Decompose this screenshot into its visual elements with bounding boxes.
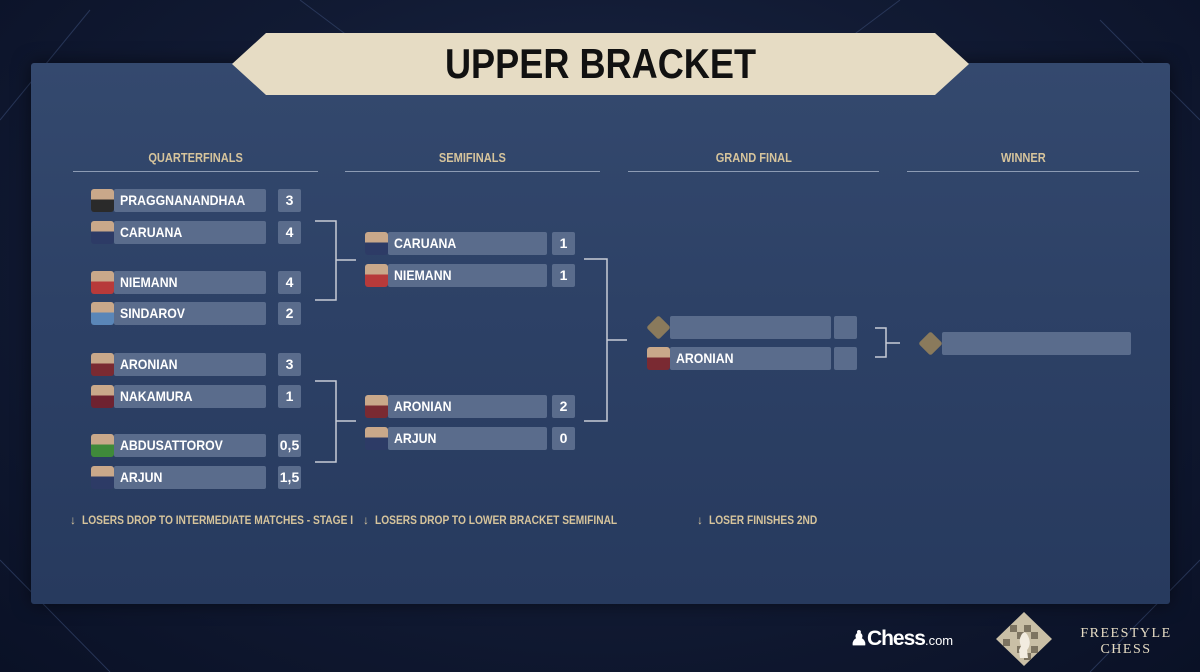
player-score: 1 [552, 264, 575, 287]
player-name: CARUANA [114, 221, 266, 244]
arrow-down-icon: ↓ [697, 513, 703, 527]
player-name: ARONIAN [670, 347, 831, 370]
note-quarterfinals: ↓LOSERS DROP TO INTERMEDIATE MATCHES - S… [70, 513, 354, 527]
player-name: NAKAMURA [114, 385, 266, 408]
player-score: 2 [552, 395, 575, 418]
page-title: UPPER BRACKET [444, 40, 757, 87]
winner-name [942, 332, 1131, 355]
player-score: 1,5 [278, 466, 301, 489]
freestyle-chess-wordmark: FREESTYLE CHESS [1080, 626, 1172, 657]
player-score: 1 [278, 385, 301, 408]
chess-com-logo: ♟Chess.com [850, 627, 954, 650]
player-score: 0,5 [278, 434, 301, 457]
player-score [834, 347, 857, 370]
winner-row [918, 331, 1131, 356]
player-name: CARUANA [388, 232, 547, 255]
player-score: 4 [278, 271, 301, 294]
note-semifinals: ↓LOSERS DROP TO LOWER BRACKET SEMIFINAL [363, 513, 618, 527]
column-header-semifinals: SEMIFINALS [345, 150, 600, 172]
player-avatar [91, 385, 114, 408]
player-avatar [91, 466, 114, 489]
column-header-quarterfinals: QUARTERFINALS [73, 150, 318, 172]
pawn-icon: ♟ [850, 628, 868, 650]
player-avatar [365, 264, 388, 287]
player-name: NIEMANN [114, 271, 266, 294]
column-header-winner: WINNER [907, 150, 1139, 172]
arrow-down-icon: ↓ [70, 513, 76, 527]
unknown-player-avatar [918, 331, 943, 356]
player-name: ABDUSATTOROV [114, 434, 266, 457]
player-score: 2 [278, 302, 301, 325]
player-score: 3 [278, 189, 301, 212]
player-score: 4 [278, 221, 301, 244]
player-name: PRAGGNANANDHAA [114, 189, 266, 212]
player-avatar [365, 427, 388, 450]
player-score: 1 [552, 232, 575, 255]
freestyle-chess-logo-icon [996, 612, 1052, 666]
player-score: 3 [278, 353, 301, 376]
player-avatar [647, 347, 670, 370]
player-name: SINDAROV [114, 302, 266, 325]
arrow-down-icon: ↓ [363, 513, 369, 527]
player-avatar [91, 353, 114, 376]
player-avatar [91, 434, 114, 457]
player-avatar [91, 189, 114, 212]
player-score: 0 [552, 427, 575, 450]
player-score [834, 316, 857, 339]
player-avatar [365, 395, 388, 418]
column-header-grand-final: GRAND FINAL [628, 150, 879, 172]
player-avatar [365, 232, 388, 255]
player-avatar [91, 302, 114, 325]
player-name [670, 316, 831, 339]
player-name: ARJUN [114, 466, 266, 489]
player-name: ARONIAN [388, 395, 547, 418]
player-name: ARJUN [388, 427, 547, 450]
player-name: NIEMANN [388, 264, 547, 287]
player-name: ARONIAN [114, 353, 266, 376]
title-banner: UPPER BRACKET [232, 33, 969, 95]
player-avatar [91, 221, 114, 244]
note-grand-final: ↓LOSER FINISHES 2ND [697, 513, 818, 527]
player-avatar [91, 271, 114, 294]
